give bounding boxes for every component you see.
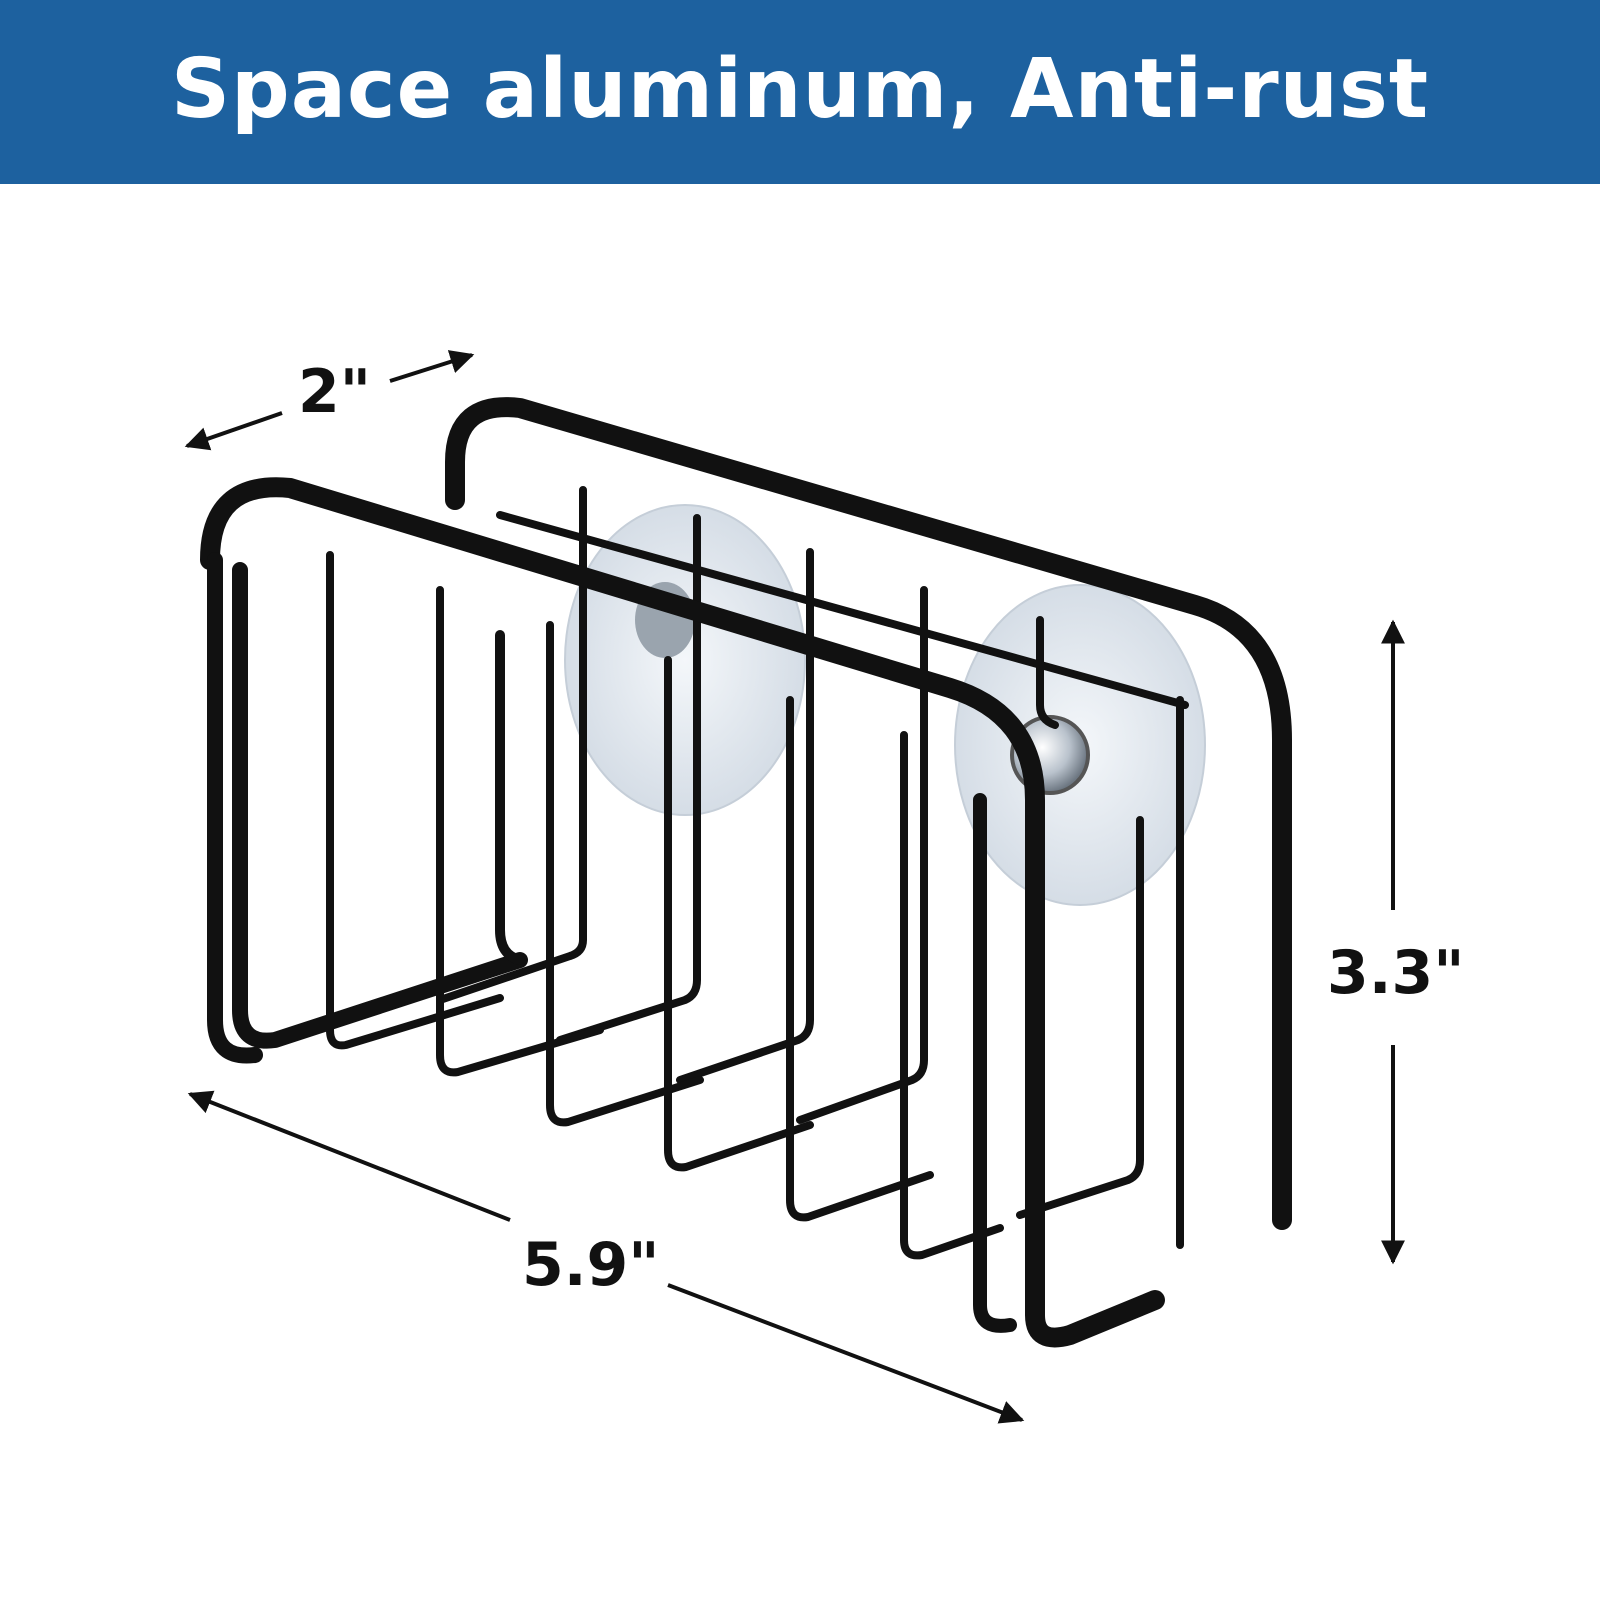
front-wires: [326, 551, 1004, 1260]
depth-arrow-icon: [184, 350, 475, 451]
depth-dimension-label: 2": [298, 357, 372, 427]
suction-cup-icon: [954, 584, 1206, 906]
title-banner: Space aluminum, Anti-rust: [0, 0, 1600, 184]
suction-cup-icon: [564, 504, 806, 816]
back-frame: [445, 397, 1292, 1249]
banner-title: Space aluminum, Anti-rust: [170, 41, 1430, 137]
height-dimension-label: 3.3": [1327, 938, 1465, 1008]
front-frame: [200, 477, 1165, 1348]
width-arrow-icon: [187, 1090, 1025, 1424]
width-dimension-label: 5.9": [522, 1230, 660, 1300]
back-wires: [436, 486, 1144, 1219]
